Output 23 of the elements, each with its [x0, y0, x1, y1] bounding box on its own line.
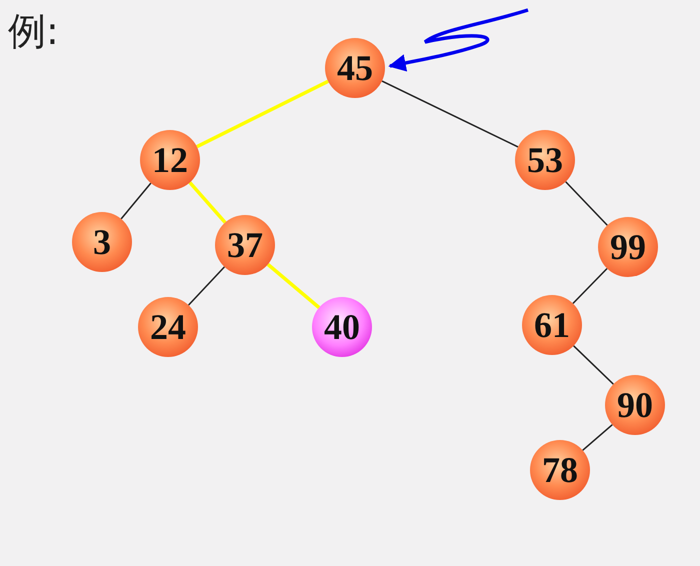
tree-edge	[582, 424, 613, 451]
tree-node: 3	[72, 212, 132, 272]
tree-edge	[266, 263, 320, 309]
tree-node: 78	[530, 440, 590, 500]
tree-node: 12	[140, 130, 200, 190]
tree-edge	[565, 181, 608, 226]
tree-node: 24	[138, 297, 198, 357]
tree-edge	[196, 80, 329, 148]
tree-node: 99	[598, 217, 658, 277]
tree-edge	[382, 80, 518, 148]
tree-edge	[573, 345, 614, 385]
tree-node: 37	[215, 215, 275, 275]
tree-node: 90	[605, 375, 665, 435]
heading: 例:	[8, 8, 59, 55]
tree-edge	[188, 181, 226, 224]
tree-node: 45	[325, 38, 385, 98]
tree-node: 61	[522, 295, 582, 355]
tree-node: 53	[515, 130, 575, 190]
tree-edge	[188, 266, 226, 306]
tree-edge	[572, 268, 608, 304]
tree-node: 40	[312, 297, 372, 357]
tree-edge	[120, 182, 152, 220]
arrow	[388, 8, 528, 72]
